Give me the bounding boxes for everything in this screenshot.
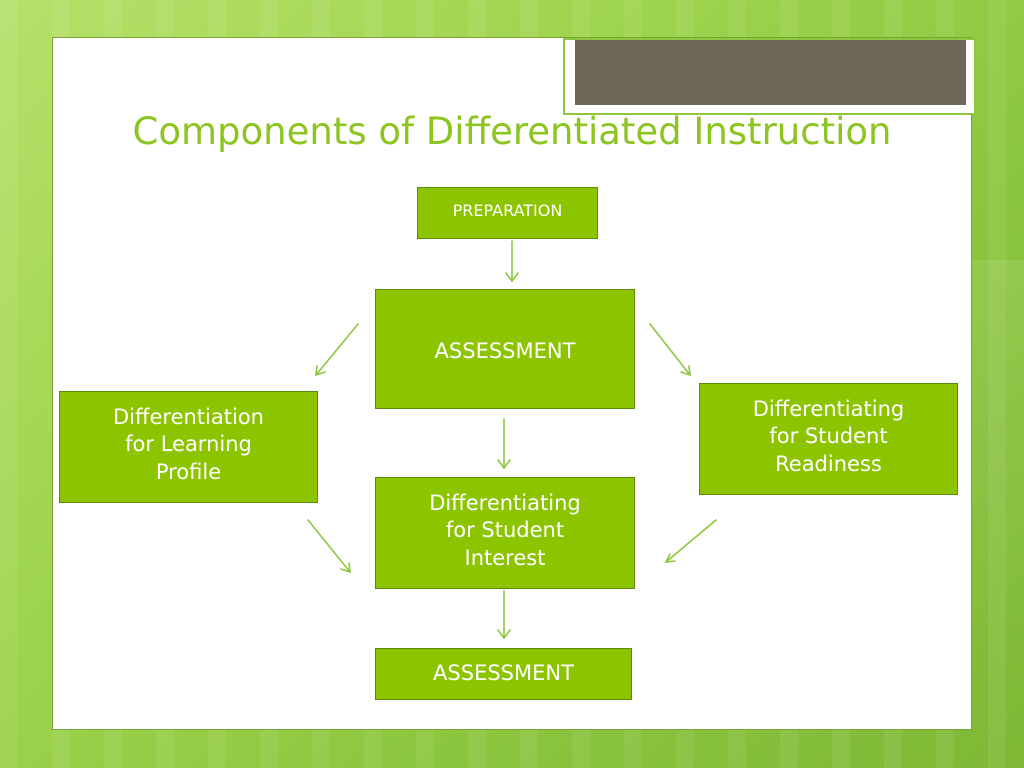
node-student-readiness: Differentiating for Student Readiness bbox=[699, 383, 958, 495]
node-preparation: PREPARATION bbox=[417, 187, 598, 239]
photo-placeholder bbox=[575, 40, 966, 105]
node-assessment-bottom: ASSESSMENT bbox=[375, 648, 632, 700]
slide-title: Components of Differentiated Instruction bbox=[132, 110, 892, 153]
node-learning-profile: Differentiation for Learning Profile bbox=[59, 391, 318, 503]
node-student-interest: Differentiating for Student Interest bbox=[375, 477, 635, 589]
node-assessment-top: ASSESSMENT bbox=[375, 289, 635, 409]
photo-frame bbox=[563, 38, 976, 115]
